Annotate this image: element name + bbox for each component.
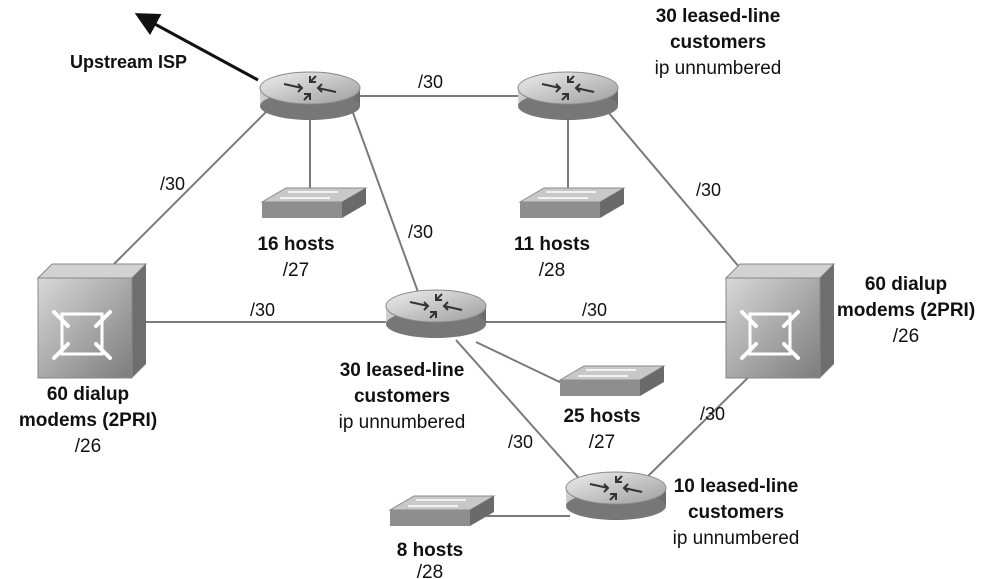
label-switch-top-left: 16 hosts /27 <box>257 234 334 281</box>
label-switch-center: 25 hosts /27 <box>563 406 640 453</box>
svg-text:/28: /28 <box>539 260 565 281</box>
link-center-bottom <box>455 339 585 485</box>
label-router-top-right: 30 leased-line customers ip unnumbered <box>655 6 782 79</box>
mask-mid-left: /30 <box>250 300 275 320</box>
svg-text:modems (2PRI): modems (2PRI) <box>19 410 157 431</box>
svg-text:ip unnumbered: ip unnumbered <box>339 412 466 433</box>
svg-text:customers: customers <box>354 386 450 407</box>
svg-text:/27: /27 <box>283 260 309 281</box>
label-switch-bottom: 8 hosts /28 <box>397 540 464 579</box>
svg-text:modems (2PRI): modems (2PRI) <box>837 300 975 321</box>
mask-se-right: /30 <box>700 404 725 424</box>
router-top-right <box>517 71 619 121</box>
svg-text:/28: /28 <box>417 562 443 579</box>
router-center <box>385 289 487 339</box>
label-router-center: 30 leased-line customers ip unnumbered <box>339 360 466 433</box>
mask-top: /30 <box>418 72 443 92</box>
svg-text:8 hosts: 8 hosts <box>397 540 464 561</box>
switch-center <box>559 365 665 397</box>
label-access-left: 60 dialup modems (2PRI) /26 <box>19 384 157 457</box>
svg-text:60 dialup: 60 dialup <box>865 274 947 295</box>
switch-top-left <box>261 187 367 219</box>
link-nw-center <box>351 109 419 293</box>
svg-text:customers: customers <box>670 32 766 53</box>
svg-text:customers: customers <box>688 502 784 523</box>
mask-nw-center: /30 <box>408 222 433 242</box>
link-upstream <box>134 13 259 82</box>
label-router-bottom: 10 leased-line customers ip unnumbered <box>673 476 800 549</box>
svg-text:/26: /26 <box>75 436 101 457</box>
switch-top-right <box>519 187 625 219</box>
mask-nw-left: /30 <box>160 174 185 194</box>
svg-text:16 hosts: 16 hosts <box>257 234 334 255</box>
label-switch-top-right: 11 hosts /28 <box>514 234 590 281</box>
svg-text:ip unnumbered: ip unnumbered <box>673 528 800 549</box>
link-ne-right <box>607 111 741 269</box>
upstream-label: Upstream ISP <box>70 52 187 72</box>
switch-bottom <box>389 495 495 527</box>
mask-ne-right: /30 <box>696 180 721 200</box>
svg-text:30 leased-line: 30 leased-line <box>340 360 465 381</box>
svg-text:/27: /27 <box>589 432 615 453</box>
router-top-left <box>259 71 361 121</box>
svg-text:25 hosts: 25 hosts <box>563 406 640 427</box>
mask-center-bottom: /30 <box>508 432 533 452</box>
link-center-switch <box>475 341 569 387</box>
svg-text:/26: /26 <box>893 326 919 347</box>
svg-text:30 leased-line: 30 leased-line <box>656 6 781 27</box>
svg-text:60 dialup: 60 dialup <box>47 384 129 405</box>
link-nw-left <box>109 107 271 269</box>
label-access-right: 60 dialup modems (2PRI) /26 <box>837 274 975 347</box>
svg-text:ip unnumbered: ip unnumbered <box>655 58 782 79</box>
access-server-right <box>724 262 836 380</box>
router-bottom <box>565 471 667 521</box>
mask-mid-right: /30 <box>582 300 607 320</box>
svg-text:10 leased-line: 10 leased-line <box>674 476 799 497</box>
access-server-left <box>36 262 148 380</box>
svg-text:11 hosts: 11 hosts <box>514 234 590 255</box>
